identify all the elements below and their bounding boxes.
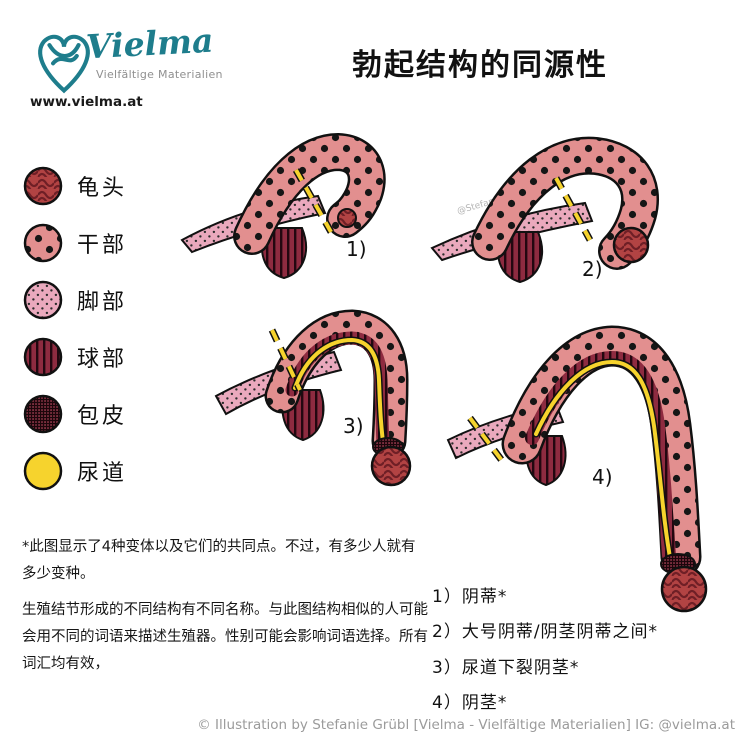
crura-shape xyxy=(180,194,327,254)
glans-shape xyxy=(370,445,412,487)
figure-1: 1) xyxy=(180,132,386,280)
dashed-marker-line xyxy=(294,169,333,233)
urethra-line xyxy=(534,359,673,565)
artist-watermark: @Stefanie Grübl xyxy=(456,187,530,217)
bulb-shape xyxy=(525,435,567,487)
bulb-shape xyxy=(497,231,543,284)
figure-3: 3) xyxy=(214,309,412,487)
bulb-shape xyxy=(281,389,325,442)
dashed-marker-line xyxy=(270,329,302,391)
figure-4: 4) xyxy=(446,325,708,613)
foreskin-ring xyxy=(660,553,696,575)
foreskin-ring xyxy=(372,437,404,457)
variant-item-2: 2）大号阴蒂/阴茎阴蒂之间* xyxy=(432,622,659,643)
legend-label-crura: 脚部 xyxy=(77,290,128,315)
brand-url: www.vielma.at xyxy=(30,94,143,110)
shaft-shape xyxy=(473,139,657,268)
legend-label-foreskin: 包皮 xyxy=(77,404,128,429)
urethra-pattern-swatch xyxy=(23,451,63,491)
figure-2-label: 2) xyxy=(582,257,603,281)
foreskin-pattern-swatch xyxy=(23,394,63,434)
variant-item-1: 1）阴蒂* xyxy=(432,587,508,607)
page-title: 勃起结构的同源性 xyxy=(352,48,608,83)
naming-footnote: 生殖结节形成的不同结构有不同名称。与此图结构相似的人可能会用不同的词语来描述生殖… xyxy=(22,602,428,672)
inner-spongiosum-band xyxy=(285,331,390,452)
illustration-credit: © Illustration by Stefanie Grübl [Vielma… xyxy=(197,717,735,733)
dashed-marker-line xyxy=(554,177,592,241)
legend-item-crura: 脚部 xyxy=(22,279,127,321)
shaft-shape xyxy=(504,327,699,575)
shaft-pattern-swatch xyxy=(23,223,63,263)
brand-name: Vielma xyxy=(85,20,215,67)
legend-label-bulb: 球部 xyxy=(77,347,128,372)
brand-tagline: Vielfältige Materialien xyxy=(96,68,223,81)
asterisk-footnote: *此图显示了4种变体以及它们的共同点。不过，有多少人就有多少变种。 xyxy=(22,539,416,582)
legend-label-urethra: 尿道 xyxy=(77,461,128,486)
figure-3-label: 3) xyxy=(343,414,364,438)
crura-shape xyxy=(214,350,343,416)
bulb-pattern-swatch xyxy=(23,337,63,377)
legend-item-bulb: 球部 xyxy=(22,336,127,378)
legend-item-shaft: 干部 xyxy=(22,222,127,264)
glans-shape xyxy=(612,226,650,264)
legend-label-glans: 龟头 xyxy=(77,176,128,201)
shaft-shape xyxy=(267,311,407,456)
inner-spongiosum-band xyxy=(525,350,676,562)
variant-name-list: 1）阴蒂* 2）大号阴蒂/阴茎阴蒂之间* 3）尿道下裂阴茎* 4）阴茎* xyxy=(432,580,658,721)
legend-item-glans: 龟头 xyxy=(22,165,127,207)
crura-pattern-swatch xyxy=(23,280,63,320)
glans-shape xyxy=(337,208,357,228)
variant-item-4: 4）阴茎* xyxy=(432,693,508,714)
figure-4-label: 4) xyxy=(592,465,613,489)
legend-item-urethra: 尿道 xyxy=(22,450,127,492)
shaft-shape xyxy=(235,135,384,253)
glans-shape xyxy=(660,565,708,613)
legend-label-shaft: 干部 xyxy=(77,233,128,258)
glans-pattern-swatch xyxy=(23,166,63,206)
bulb-shape xyxy=(261,227,307,280)
crura-shape xyxy=(430,201,594,262)
dashed-marker-line xyxy=(468,416,508,468)
legend-item-foreskin: 包皮 xyxy=(22,393,127,435)
vielma-logo xyxy=(38,34,90,94)
urethra-line xyxy=(293,337,387,458)
variant-item-3: 3）尿道下裂阴茎* xyxy=(432,657,580,678)
figure-2: @Stefanie Grübl 2) xyxy=(430,136,659,284)
pattern-legend: 龟头 干部 脚部 球部 包皮 xyxy=(22,165,127,492)
crura-shape xyxy=(446,402,565,460)
figure-1-label: 1) xyxy=(346,237,367,261)
